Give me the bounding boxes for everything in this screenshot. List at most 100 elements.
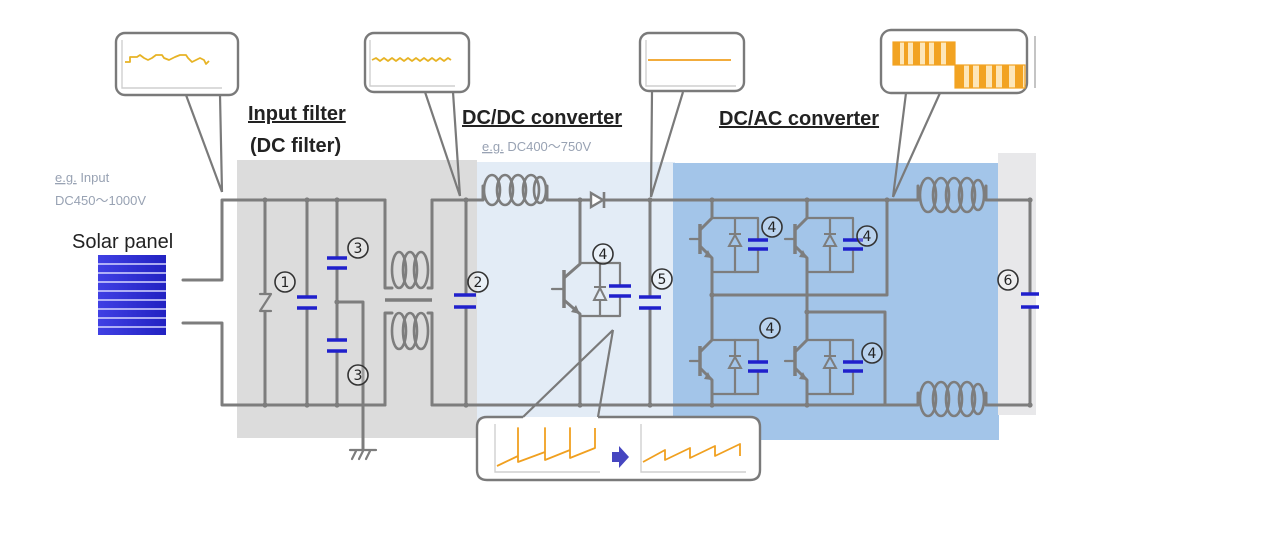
- dc-bus-bottom-wire: [430, 391, 920, 407]
- junction-node: [334, 402, 340, 408]
- dcdc-converter-band: [477, 162, 675, 440]
- pwm-pulse: [946, 42, 955, 65]
- inductor-loop: [495, 173, 515, 207]
- marker-ring: [347, 237, 369, 259]
- pwm-positive-frame: [892, 41, 956, 66]
- junction-node: [804, 197, 810, 203]
- left-leg-output-wire: [710, 198, 889, 297]
- marker-output-capacitor: 6: [997, 269, 1019, 291]
- waveform-axes: [369, 40, 455, 87]
- dcdc-note-text: DC400〜750V: [507, 139, 591, 154]
- junction-node: [262, 197, 268, 203]
- marker-number: 4: [599, 247, 608, 263]
- input-filter-subtitle: (DC filter): [250, 135, 341, 157]
- junction-node: [709, 197, 715, 203]
- dc-bus-top-wire: [602, 184, 920, 202]
- junction-node: [334, 197, 340, 203]
- dcdc-converter-title: DC/DC converter: [462, 107, 622, 129]
- diode-triangle: [727, 354, 743, 369]
- pwm-pulse: [904, 42, 908, 65]
- callout-bubble: [638, 31, 746, 93]
- callout-bubble: [363, 31, 471, 94]
- junction-node: [1027, 197, 1033, 203]
- junction-node: [577, 402, 583, 408]
- dcdc-voltage-note: e.g. DC400〜750V: [482, 139, 591, 154]
- junction-node: [804, 402, 810, 408]
- choke-right-wire: [426, 198, 434, 407]
- snubber-box: [710, 338, 760, 396]
- pwm-pulse: [893, 42, 900, 65]
- marker-number: 4: [868, 346, 877, 362]
- marker-number: 6: [1004, 273, 1013, 289]
- marker-ring: [997, 269, 1019, 291]
- inductor-loop: [521, 173, 541, 207]
- marker-number: 4: [863, 229, 872, 245]
- pwm-bipolar-waveform: [892, 41, 1026, 89]
- ground-icon: [348, 448, 378, 461]
- inductor-loop: [918, 176, 938, 214]
- ac-output-bottom-wire: [984, 391, 1032, 407]
- marker-ring: [651, 268, 673, 290]
- diode-triangle: [727, 232, 743, 247]
- callout-dc-link-waveform: [638, 31, 746, 198]
- choke-winding-loop: [412, 250, 430, 290]
- input-filter-title: Input filter: [248, 103, 346, 125]
- igbt-cell-top-left: [688, 198, 768, 274]
- freewheel-diode-triangle: [592, 285, 608, 301]
- marker-ring: [861, 342, 883, 364]
- dcac-converter-title: DC/AC converter: [719, 108, 879, 130]
- marker-capacitor-2: 2: [467, 271, 489, 293]
- right-leg-output-wire: [805, 310, 887, 407]
- choke-winding-loop: [390, 311, 408, 351]
- junction-node: [709, 292, 715, 298]
- pwm-pulse: [992, 65, 996, 88]
- marker-igbt-bottom-left: 4: [759, 317, 781, 339]
- emitter-arrow: [571, 305, 580, 314]
- inductor-loop: [970, 178, 986, 212]
- callout-pwm-waveform: [879, 28, 1036, 198]
- junction-node: [804, 309, 810, 315]
- callout-pointer: [891, 92, 942, 198]
- marker-number: 2: [474, 275, 483, 291]
- circuit-wiring: [181, 173, 1039, 461]
- solar-panel-cell-dividers: [98, 263, 166, 328]
- inductor-loop: [944, 380, 964, 418]
- marker-ring: [274, 271, 296, 293]
- marker-dc-link-capacitor: 5: [651, 268, 673, 290]
- junction-node: [647, 402, 653, 408]
- junction-node: [463, 197, 469, 203]
- marker-ring: [467, 271, 489, 293]
- marker-number: 4: [768, 220, 777, 236]
- pwm-negative-frame: [954, 64, 1026, 89]
- snubber-box: [710, 216, 760, 274]
- dc-bus-top-wire: [545, 184, 593, 202]
- igbt-cell-top-right: [783, 198, 863, 274]
- inductor-loop: [931, 380, 951, 418]
- junction-node: [262, 402, 268, 408]
- input-filter-band: [237, 160, 477, 438]
- solar-panel-label: Solar panel: [72, 231, 173, 253]
- marker-number: 5: [658, 272, 667, 288]
- junction-node: [304, 402, 310, 408]
- output-inductor-top-icon: [918, 176, 986, 214]
- marker-ring: [856, 225, 878, 247]
- choke-left-wire: [383, 198, 394, 407]
- diode-triangle: [822, 354, 838, 369]
- snubber-box: [805, 338, 855, 396]
- choke-winding-loop: [390, 250, 408, 290]
- junction-nodes: [262, 197, 1033, 408]
- ground-wire: [335, 300, 365, 452]
- pwm-pulse: [925, 42, 929, 65]
- common-mode-choke-icon: [383, 198, 434, 407]
- varistor-icon: [258, 292, 273, 313]
- boost-inductor-icon: [482, 173, 548, 207]
- callout-bubble: [475, 415, 762, 482]
- junction-node: [884, 197, 890, 203]
- junction-node: [304, 197, 310, 203]
- marker-igbt-top-left: 4: [761, 216, 783, 238]
- inductor-loop: [957, 176, 977, 214]
- snubber-box: [805, 216, 855, 274]
- boost-switch-igbt-icon: [550, 198, 631, 407]
- emitter-arrow: [799, 372, 807, 380]
